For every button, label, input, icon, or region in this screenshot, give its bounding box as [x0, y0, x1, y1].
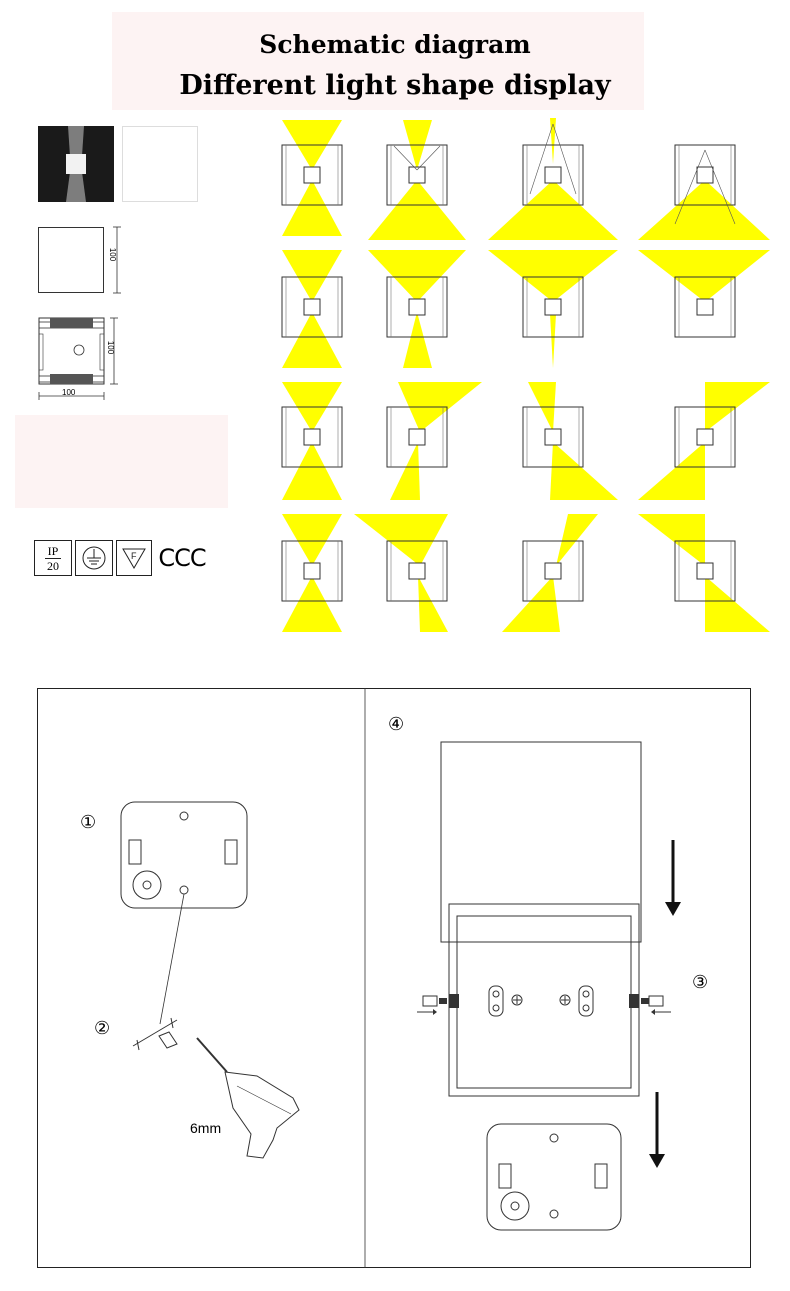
- light-shape-r2c3: [488, 250, 618, 368]
- installation-panel: [37, 688, 751, 1268]
- front-dimension-line: [113, 226, 121, 294]
- light-shape-r1c4: [638, 144, 770, 240]
- terminal-block-left: [488, 985, 523, 1017]
- wall-anchor: [132, 1017, 178, 1051]
- f-mark-icon: F: [116, 540, 152, 576]
- light-shape-r4c2: [354, 514, 448, 632]
- title-line-2: Different light shape display: [179, 70, 611, 101]
- mounting-plate: [120, 801, 248, 909]
- side-screws: [417, 994, 671, 1015]
- light-shape-r2c1: [281, 250, 343, 368]
- light-shape-grid: [281, 118, 770, 632]
- side-width-label: 100: [62, 388, 76, 397]
- side-height-label: 100: [106, 340, 116, 355]
- light-shape-r4c3: [502, 514, 598, 632]
- title-line-1: Schematic diagram: [259, 30, 531, 59]
- arrow-down-icon-2: [649, 1092, 665, 1168]
- light-shape-r1c1: [281, 120, 343, 236]
- light-shape-r3c4: [638, 382, 770, 500]
- light-shape-r4c4: [638, 514, 770, 632]
- terminal-block-right: [559, 985, 594, 1017]
- light-shape-r3c3: [522, 382, 618, 500]
- side-view: [38, 317, 118, 400]
- ccc-mark: CCC: [158, 544, 206, 572]
- ip20-badge: IP 20: [34, 540, 72, 576]
- front-height-label: 100: [108, 247, 118, 262]
- light-shape-r2c4: [638, 250, 770, 338]
- drill-icon: [196, 1037, 300, 1159]
- blank-band: [15, 415, 228, 508]
- arrow-down-icon: [665, 840, 681, 916]
- light-shape-r3c2: [386, 382, 482, 500]
- light-shape-r2c2: [368, 250, 466, 368]
- step-1-label: ①: [80, 812, 97, 833]
- light-shape-r3c1: [281, 382, 343, 500]
- title-band: [112, 12, 644, 110]
- drill-size-label: 6mm: [190, 1120, 222, 1136]
- product-photo: [38, 126, 114, 202]
- ip-rating: 20: [46, 558, 59, 573]
- light-shape-r1c2: [368, 120, 466, 240]
- svg-text:F: F: [131, 551, 137, 561]
- product-photo-white: [122, 126, 198, 202]
- step-2-label: ②: [94, 1018, 111, 1039]
- light-shape-r1c3: [488, 118, 618, 240]
- ip-label: IP: [44, 544, 62, 559]
- step-3-label: ③: [692, 972, 709, 993]
- mounting-plate-bottom: [486, 1123, 622, 1231]
- step-4-label: ④: [388, 714, 405, 735]
- front-view: [38, 227, 104, 293]
- ground-symbol-icon: [75, 540, 113, 576]
- light-shape-r4c1: [281, 514, 343, 632]
